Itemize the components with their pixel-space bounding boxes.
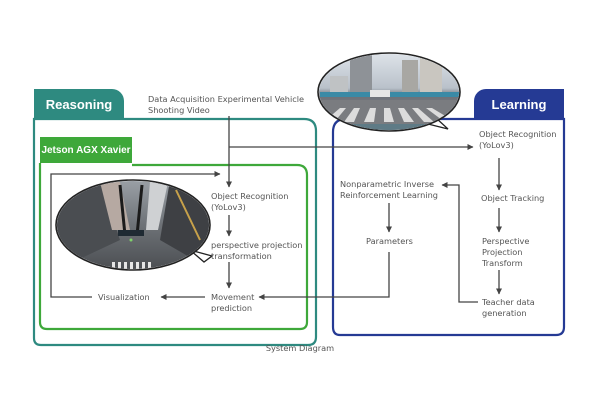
perspective-projection-reasoning-label: perspective projection transformation	[211, 240, 302, 262]
jetson-title: Jetson AGX Xavier	[41, 144, 131, 156]
perspective-projection-learning-line1: Perspective	[482, 236, 530, 246]
movement-prediction-line1: Movement	[211, 292, 255, 302]
teacher-data-line2: generation	[482, 308, 527, 318]
parameters-line1: Parameters	[366, 236, 413, 246]
movement-prediction-label: Movement prediction	[211, 292, 254, 314]
parameters-label: Parameters	[366, 236, 413, 247]
nonparametric-irl-line1: Nonparametric Inverse	[340, 179, 435, 189]
object-recognition-reasoning-line2: (YoLov3)	[211, 202, 246, 212]
object-tracking-line1: Object Tracking	[481, 193, 545, 203]
object-recognition-learning-line1: Object Recognition	[479, 129, 557, 139]
object-recognition-reasoning-line1: Object Recognition	[211, 191, 289, 201]
learning-title: Learning	[491, 96, 547, 112]
reasoning-tab: Reasoning	[34, 89, 124, 119]
perspective-projection-learning-line3: Transform	[482, 258, 523, 268]
perspective-projection-learning-line2: Projection	[482, 247, 523, 257]
learning-tab: Learning	[474, 89, 564, 119]
arrow-visualization-loop	[50, 171, 221, 298]
reasoning-box	[32, 117, 318, 347]
fisheye-overhead-photo	[55, 179, 214, 271]
visualization-line1: Visualization	[98, 292, 150, 302]
teacher-data-line1: Teacher data	[482, 297, 535, 307]
perspective-projection-reasoning-line1: perspective projection	[211, 240, 303, 250]
diagram-caption: System Diagram	[265, 343, 335, 353]
perspective-projection-learning-label: Perspective Projection Transform	[482, 236, 529, 269]
data-acquisition-line1: Data Acquisition Experimental Vehicle	[148, 94, 305, 104]
street-camera-photo	[317, 52, 461, 132]
data-acquisition-label: Data Acquisition Experimental Vehicle Sh…	[148, 94, 304, 116]
object-tracking-label: Object Tracking	[481, 193, 544, 204]
nonparametric-irl-line2: Reinforcement Learning	[340, 190, 438, 200]
visualization-label: Visualization	[98, 292, 150, 303]
jetson-tab: Jetson AGX Xavier	[40, 137, 132, 163]
movement-prediction-line2: prediction	[211, 303, 253, 313]
teacher-data-label: Teacher data generation	[482, 297, 535, 319]
object-recognition-learning-line2: (YoLov3)	[479, 140, 514, 150]
learning-box	[331, 117, 566, 337]
reasoning-title: Reasoning	[45, 96, 113, 112]
data-acquisition-line2: Shooting Video	[148, 105, 210, 115]
object-recognition-reasoning-label: Object Recognition (YoLov3)	[211, 191, 288, 213]
perspective-projection-reasoning-line2: transformation	[211, 251, 272, 261]
nonparametric-irl-label: Nonparametric Inverse Reinforcement Lear…	[340, 179, 438, 201]
jetson-box	[38, 163, 309, 331]
object-recognition-learning-label: Object Recognition (YoLov3)	[479, 129, 556, 151]
arrow-parameters-to-movement	[258, 252, 390, 300]
arrow-teacher-to-irl	[441, 182, 478, 303]
